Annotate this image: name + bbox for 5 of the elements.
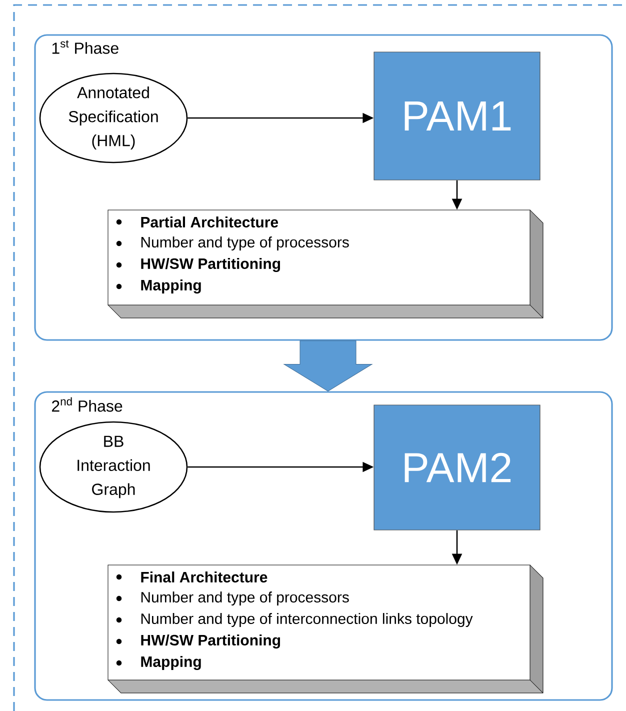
process-box: PAM1 (374, 52, 540, 180)
process-box: PAM2 (374, 404, 540, 530)
phase-title: 1$^{st}$ Phase (52, 40, 118, 54)
phase-title: 2$^{nd}$ Phase (52, 397, 122, 412)
block-arrow (284, 340, 372, 392)
